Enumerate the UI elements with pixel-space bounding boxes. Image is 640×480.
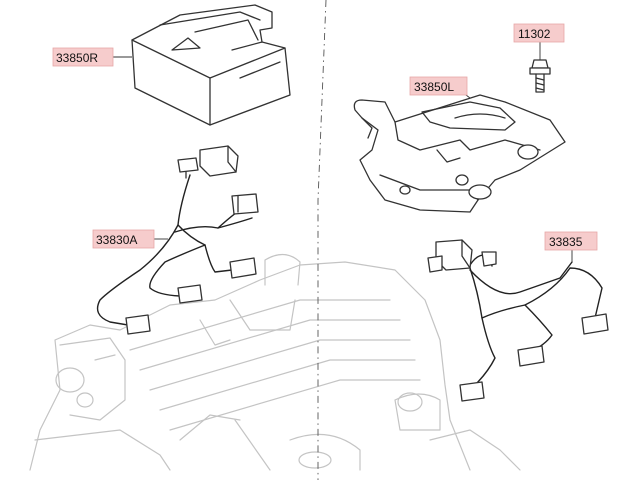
label-11302: 11302 <box>513 23 565 43</box>
wiring-harness-left <box>96 145 259 335</box>
svg-text:11302: 11302 <box>518 27 551 41</box>
svg-text:33850L: 33850L <box>414 80 454 94</box>
connector-b3 <box>459 381 485 402</box>
wiring-harness-right <box>427 239 609 402</box>
connector-a1 <box>199 145 239 177</box>
label-33850r: 33850R <box>52 47 114 67</box>
engine-cover-left <box>353 94 566 213</box>
label-33830a: 33830A <box>92 229 155 249</box>
connector-a2 <box>231 193 259 215</box>
engine-block-outline <box>29 253 521 471</box>
label-33835: 33835 <box>544 231 598 251</box>
svg-text:33830A: 33830A <box>96 233 137 247</box>
svg-text:33850R: 33850R <box>56 51 98 65</box>
label-33850l: 33850L <box>409 76 468 96</box>
connector-b4 <box>581 313 609 335</box>
svg-text:33835: 33835 <box>549 235 583 249</box>
connector-a3 <box>229 257 257 279</box>
connector-a4 <box>177 284 203 304</box>
connector-b2 <box>517 345 545 367</box>
section-divider-line <box>317 0 327 480</box>
bolt <box>529 59 551 93</box>
connector-a5 <box>125 314 151 335</box>
engine-cover-right <box>131 4 291 126</box>
